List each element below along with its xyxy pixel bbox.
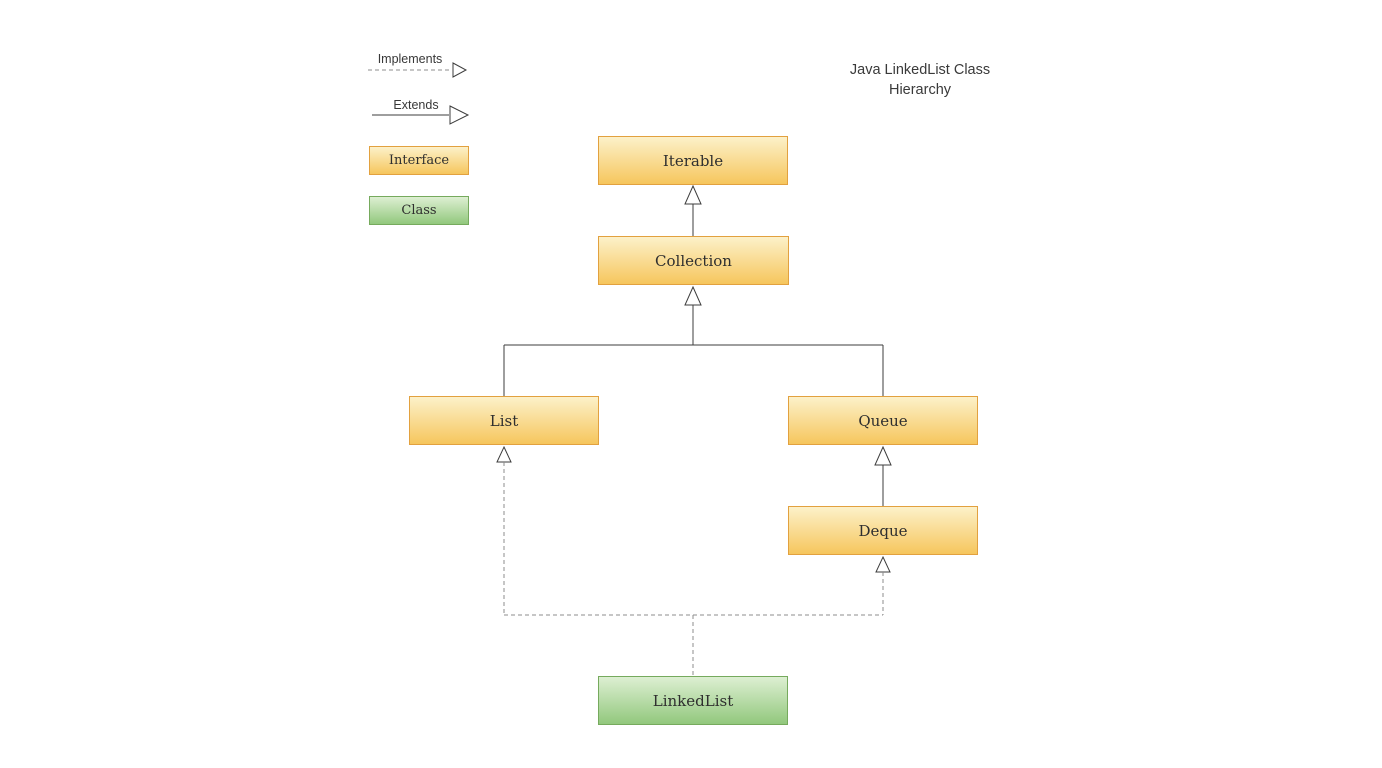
legend-class-swatch: Class: [369, 196, 469, 225]
edge-implements-branch: [504, 614, 883, 676]
edge-linkedlist-implements-deque: [875, 555, 891, 615]
node-linkedlist: LinkedList: [598, 676, 788, 725]
edge-deque-extends-queue: [874, 445, 892, 506]
node-linkedlist-label: LinkedList: [652, 691, 734, 710]
legend-implements-label: Implements: [377, 52, 443, 66]
node-list: List: [409, 396, 599, 445]
legend-class-label: Class: [401, 203, 437, 218]
legend-interface-label: Interface: [388, 153, 450, 168]
node-deque: Deque: [788, 506, 978, 555]
diagram-title: Java LinkedList Class Hierarchy: [820, 60, 1020, 100]
edge-list-queue-extends-collection: [503, 285, 884, 396]
legend-implements-arrow: [368, 62, 468, 78]
diagram-title-line1: Java LinkedList Class: [849, 62, 991, 78]
node-iterable: Iterable: [598, 136, 788, 185]
edge-collection-extends-iterable: [684, 184, 702, 236]
legend-extends-label: Extends: [393, 98, 439, 112]
node-collection: Collection: [598, 236, 789, 285]
legend-extends-arrow: [372, 105, 470, 125]
legend-interface-swatch: Interface: [369, 146, 469, 175]
node-list-label: List: [489, 411, 519, 430]
node-collection-label: Collection: [655, 251, 732, 270]
diagram-title-line2: Hierarchy: [888, 82, 952, 98]
node-queue-label: Queue: [858, 411, 908, 430]
edge-linkedlist-implements-list: [496, 445, 512, 615]
node-deque-label: Deque: [858, 521, 908, 540]
node-iterable-label: Iterable: [662, 151, 724, 170]
node-queue: Queue: [788, 396, 978, 445]
